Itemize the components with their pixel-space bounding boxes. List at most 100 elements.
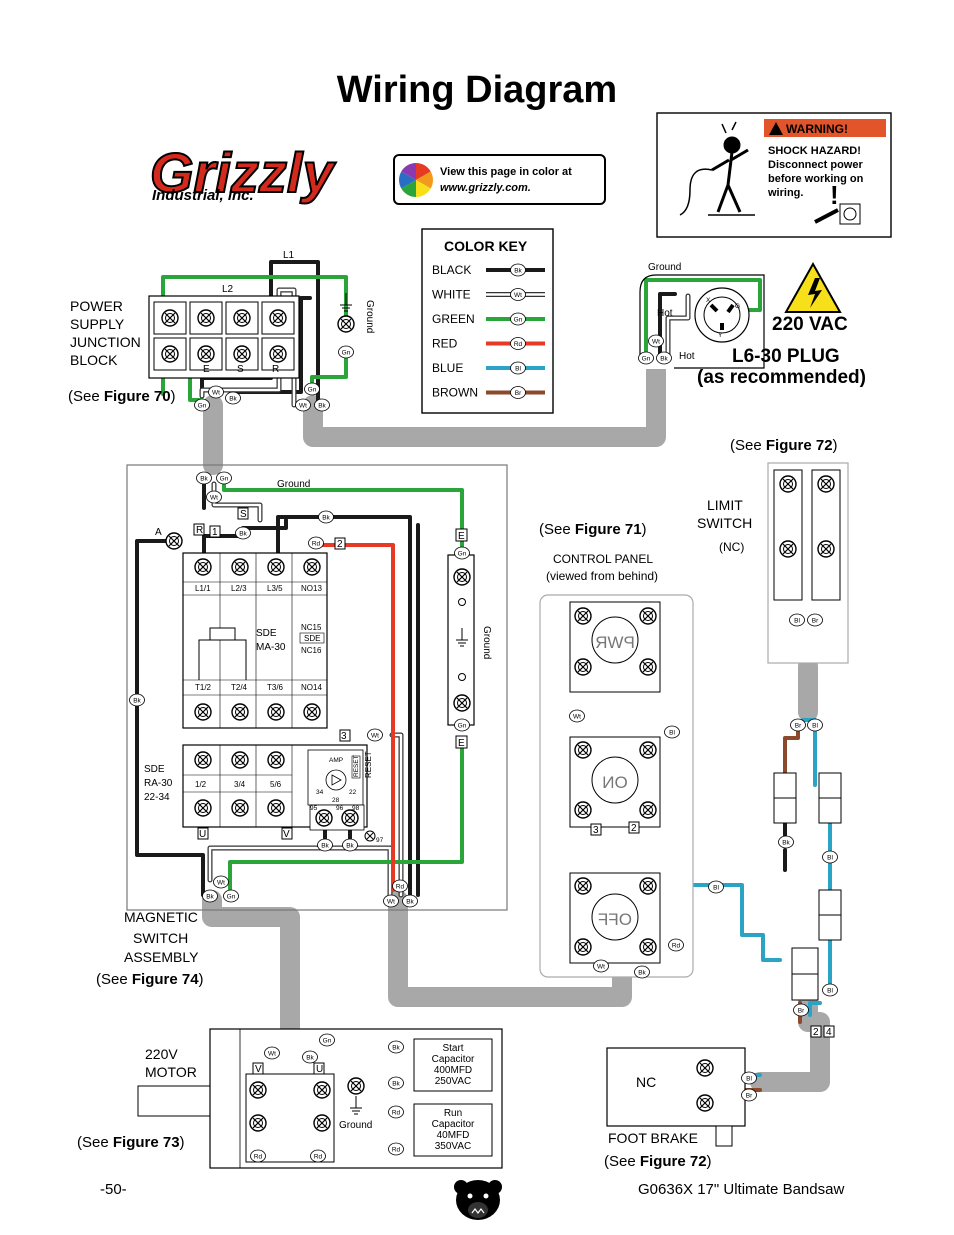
junction-title-1: POWER — [70, 298, 123, 314]
motor-V-label: V — [255, 1064, 262, 1075]
plug-ground-label: Ground — [648, 262, 681, 273]
plug-pin-g: G — [735, 303, 740, 310]
run-cap-4: 350VAC — [435, 1141, 472, 1152]
svg-text:Gn: Gn — [458, 550, 467, 557]
svg-text:Bk: Bk — [239, 530, 247, 537]
svg-text:Bk: Bk — [200, 475, 208, 482]
svg-text:Gn: Gn — [198, 402, 207, 409]
svg-text:Gn: Gn — [514, 316, 523, 323]
relay-model-2: RA-30 — [144, 778, 173, 789]
wire-tag-rd: Rd — [668, 938, 684, 952]
wire-tag-gn: Gn — [216, 471, 232, 485]
color-key-name: BLUE — [432, 361, 463, 375]
wire-tag-wt: Wt — [213, 875, 229, 889]
svg-text:Wt: Wt — [597, 963, 605, 970]
svg-text:Gn: Gn — [308, 386, 317, 393]
svg-text:!: ! — [830, 180, 839, 210]
wire-tag-br: Br — [741, 1088, 757, 1102]
limit-see-ref: (See Figure 72) — [730, 437, 838, 454]
color-key-name: GREEN — [432, 312, 475, 326]
svg-text:Wt: Wt — [212, 389, 220, 396]
run-cap-1: Run — [444, 1108, 462, 1119]
switch-2-label: 2 — [337, 539, 343, 550]
page-number: -50- — [100, 1181, 127, 1198]
warning-triangle-icon — [769, 122, 783, 135]
wire-tag-bk: Bk — [318, 510, 334, 524]
magnetic-switch-enclosure — [126, 464, 508, 911]
plug-name: L6-30 PLUG — [732, 346, 840, 367]
wire-tag-wt: Wt — [264, 1046, 280, 1060]
wire-tag-wt: Wt — [367, 728, 383, 742]
color-wheel-icon — [399, 163, 433, 197]
wire-red-NO13 — [321, 543, 395, 892]
footer-model: G0636X 17" Ultimate Bandsaw — [638, 1181, 844, 1198]
contactor-T2: T2/4 — [231, 683, 248, 692]
motor-title-1: 220V — [145, 1046, 178, 1062]
wire-tag-bk: Bk — [202, 889, 218, 903]
relay-reset-button: RESET — [353, 755, 360, 777]
svg-text:Bk: Bk — [638, 969, 646, 976]
wire-tag-wt: Wt — [383, 894, 399, 908]
relay-reset-label: RESET — [364, 751, 373, 778]
wire-tag-bk: Bk — [129, 693, 145, 707]
junction-L2: L2 — [222, 284, 234, 295]
wire-black-S — [276, 515, 412, 897]
wire-tag-bk: Bk — [196, 471, 212, 485]
wire-black-A — [135, 539, 205, 897]
off-button-label: OFF — [598, 910, 632, 929]
contactor-T3: T3/6 — [267, 683, 284, 692]
control-2-label: 2 — [631, 823, 637, 834]
wire-tag-gn: Gn — [194, 398, 210, 412]
svg-text:Wt: Wt — [652, 338, 660, 345]
control-title-1: CONTROL PANEL — [553, 552, 653, 566]
relay-t98: 98 — [352, 805, 360, 812]
relay-amp-high: 22 — [349, 789, 357, 796]
plug-voltage: 220 VAC — [772, 314, 848, 335]
relay-3-label: 3 — [341, 731, 347, 742]
ground-strip: E E Ground — [447, 528, 492, 749]
wire-tag-wt: Wt — [206, 490, 222, 504]
logo-sub: Industrial, Inc. — [152, 187, 254, 204]
svg-text:Rd: Rd — [314, 1153, 323, 1160]
svg-text:Bk: Bk — [133, 697, 141, 704]
svg-text:Gn: Gn — [458, 722, 467, 729]
wire-tag-bk: Bk — [510, 263, 526, 277]
wire-tag-gn: Gn — [223, 889, 239, 903]
cable-plug-to-junction — [303, 360, 666, 447]
relay-screw-97 — [364, 830, 376, 842]
brake-title: FOOT BRAKE — [608, 1130, 698, 1146]
wire-tag-bl: Bl — [741, 1071, 757, 1085]
color-note: View this page in color at www.grizzly.c… — [393, 154, 606, 205]
magnetic-title-2: SWITCH — [133, 930, 188, 946]
motor-ground-label: Ground — [339, 1120, 372, 1131]
wire-tag-wt: Wt — [648, 334, 664, 348]
wire-tag-gn: Gn — [338, 345, 354, 359]
wire-tag-bk: Bk — [314, 398, 330, 412]
wire-tag-bk: Bk — [302, 1050, 318, 1064]
svg-text:Wt: Wt — [573, 713, 581, 720]
svg-text:Bl: Bl — [746, 1075, 752, 1082]
svg-text:Bk: Bk — [406, 898, 414, 905]
svg-text:Rd: Rd — [312, 540, 321, 547]
color-key-row-green: GREEN Gn — [432, 312, 545, 326]
relay-t97: 97 — [376, 837, 384, 844]
wire-tag-gn: Gn — [454, 718, 470, 732]
svg-text:Wt: Wt — [299, 402, 307, 409]
brake-nc: NC — [636, 1074, 656, 1090]
junction-title-3: JUNCTION — [70, 334, 141, 350]
svg-text:Gn: Gn — [323, 1037, 332, 1044]
svg-text:Bk: Bk — [318, 402, 326, 409]
warning-line-4: wiring. — [767, 187, 803, 199]
limit-nc: (NC) — [719, 540, 744, 554]
switch-R-label: R — [196, 525, 203, 536]
color-note-line1: View this page in color at — [440, 166, 572, 178]
relay-amp-label: AMP — [329, 757, 343, 764]
contactor-NC16: NC16 — [301, 646, 322, 655]
strip-E-top: E — [458, 531, 465, 542]
warning-header: WARNING! — [786, 122, 848, 136]
wire-tag-bk: Bk — [235, 526, 251, 540]
magnetic-title-3: ASSEMBLY — [124, 949, 199, 965]
wire-tag-bl: Bl — [708, 880, 724, 894]
svg-text:Wt: Wt — [217, 879, 225, 886]
